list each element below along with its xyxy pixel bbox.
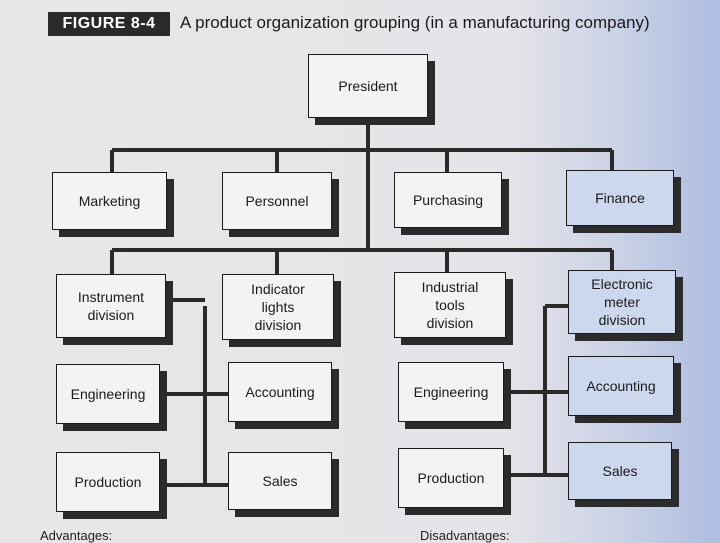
department-label: Personnel bbox=[245, 193, 309, 209]
department-label: Marketing bbox=[78, 193, 141, 209]
box-unit-sales-left: Sales bbox=[228, 452, 332, 510]
unit-label: Production bbox=[74, 474, 142, 490]
unit-label: Engineering bbox=[413, 384, 489, 400]
box-president: President bbox=[308, 54, 428, 118]
box-unit-accounting-right: Accounting bbox=[568, 356, 674, 416]
unit-label: Accounting bbox=[586, 378, 656, 394]
footer-disadvantages: Disadvantages: bbox=[420, 528, 510, 543]
unit-label: Sales bbox=[602, 463, 638, 479]
division-label: Industrial tools division bbox=[421, 279, 479, 331]
box-department-personnel: Personnel bbox=[222, 172, 332, 230]
figure-title: A product organization grouping (in a ma… bbox=[180, 13, 650, 32]
box-unit-accounting-left: Accounting bbox=[228, 362, 332, 422]
president-label: President bbox=[338, 78, 398, 94]
box-unit-engineering-left: Engineering bbox=[56, 364, 160, 424]
division-label: Indicator lights division bbox=[251, 281, 305, 333]
box-unit-sales-right: Sales bbox=[568, 442, 672, 500]
box-unit-engineering-right: Engineering bbox=[398, 362, 504, 422]
box-unit-production-left: Production bbox=[56, 452, 160, 512]
unit-label: Engineering bbox=[70, 386, 146, 402]
department-label: Finance bbox=[595, 190, 645, 206]
box-department-finance: Finance bbox=[566, 170, 674, 226]
box-division-industrial-tools: Industrial tools division bbox=[394, 272, 506, 338]
box-division-electronic-meter: Electronic meter division bbox=[568, 270, 676, 334]
footer-advantages: Advantages: bbox=[40, 528, 113, 543]
division-label: Instrument division bbox=[77, 289, 145, 323]
box-division-instrument: Instrument division bbox=[56, 274, 166, 338]
box-department-marketing: Marketing bbox=[52, 172, 167, 230]
box-department-purchasing: Purchasing bbox=[394, 172, 502, 228]
division-label: Electronic meter division bbox=[591, 276, 653, 328]
unit-label: Sales bbox=[262, 473, 298, 489]
figure-label: FIGURE 8-4 bbox=[48, 12, 170, 36]
box-unit-production-right: Production bbox=[398, 448, 504, 508]
unit-label: Production bbox=[417, 470, 485, 486]
box-division-indicator-lights: Indicator lights division bbox=[222, 274, 334, 340]
unit-label: Accounting bbox=[245, 384, 315, 400]
department-label: Purchasing bbox=[412, 192, 484, 208]
